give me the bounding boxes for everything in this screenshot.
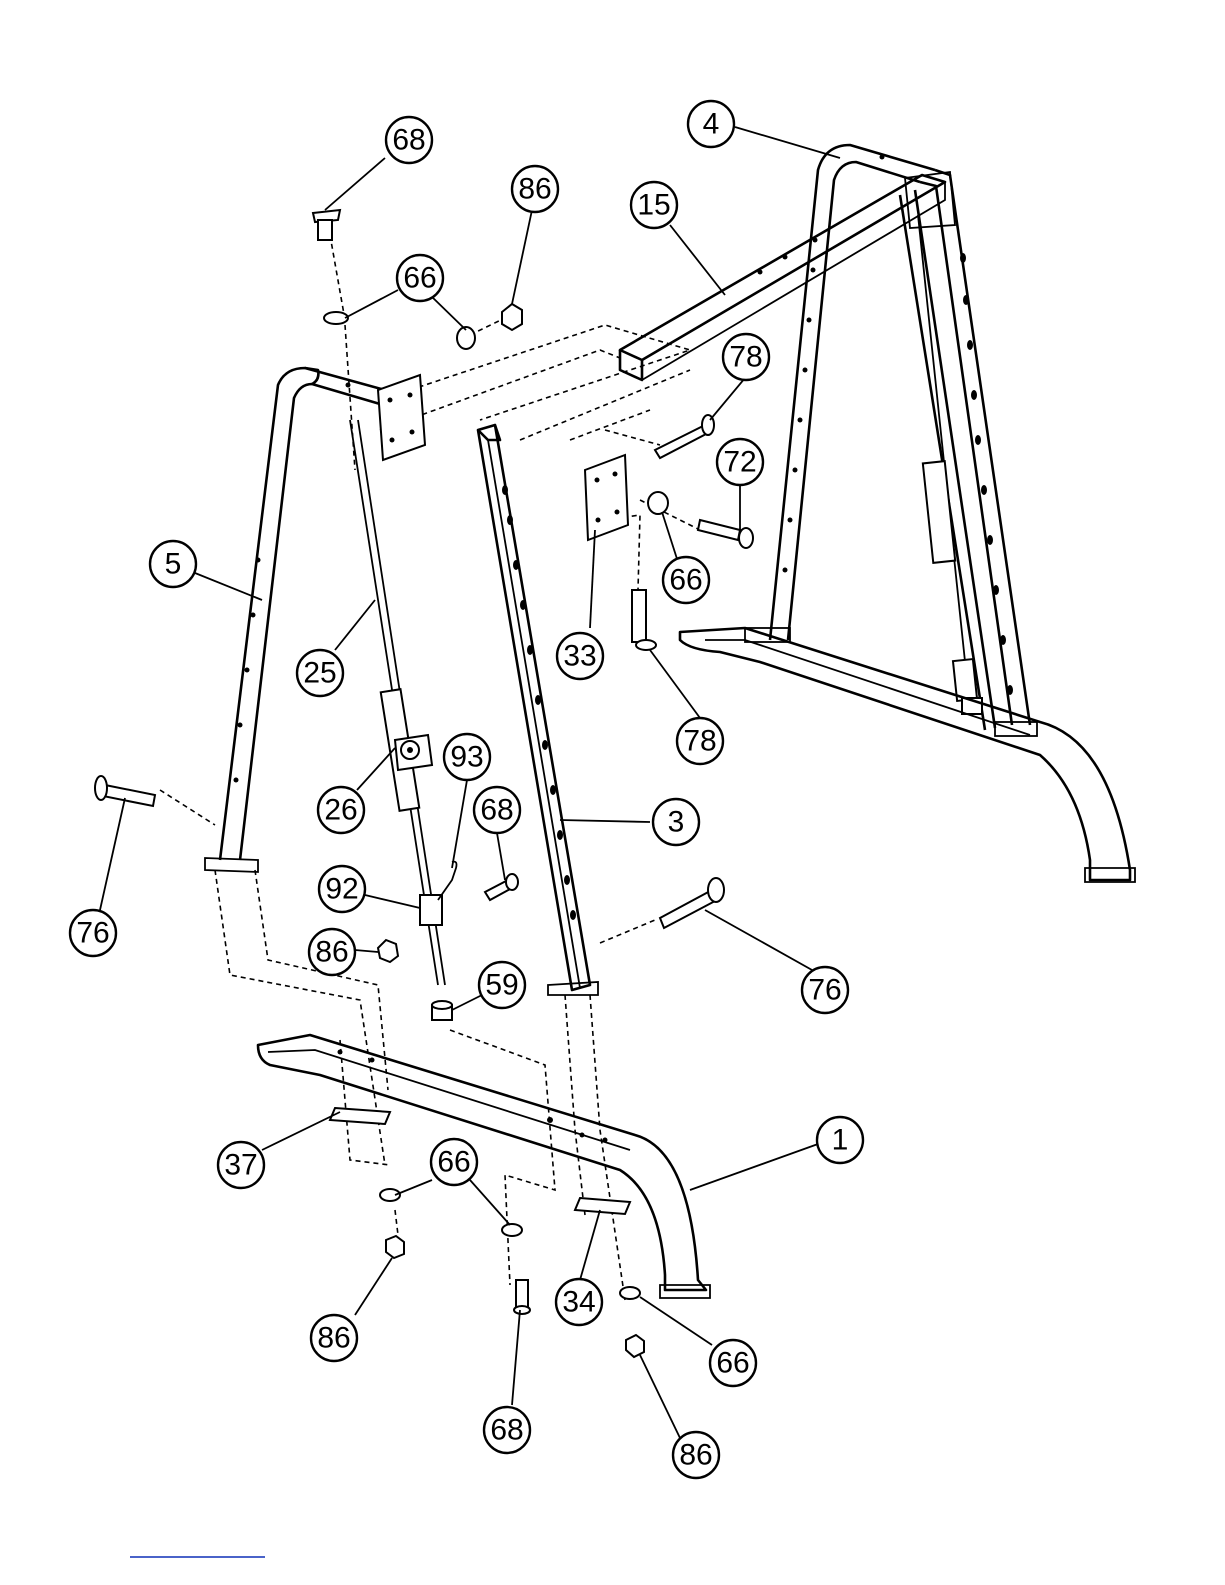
callout-59: 59 xyxy=(479,962,525,1008)
callout-label: 86 xyxy=(317,1322,350,1355)
callout-label: 66 xyxy=(403,262,436,295)
callout-label: 66 xyxy=(437,1146,470,1179)
hardware-bolts-nuts-washers xyxy=(95,210,753,1357)
callout-label: 37 xyxy=(224,1149,257,1182)
callout-86-bottom-right: 86 xyxy=(673,1432,719,1478)
callout-66-top: 66 xyxy=(397,255,443,301)
callout-label: 86 xyxy=(518,173,551,206)
callout-label: 72 xyxy=(723,446,756,479)
part-1-front-base xyxy=(258,1035,710,1298)
callout-26: 26 xyxy=(318,787,364,833)
callout-66-bottom-right: 66 xyxy=(710,1340,756,1386)
callout-label: 76 xyxy=(808,974,841,1007)
callout-label: 25 xyxy=(303,657,336,690)
part-26-slide-bracket xyxy=(395,735,432,770)
callout-label: 78 xyxy=(729,341,762,374)
callout-label: 1 xyxy=(832,1124,849,1157)
callout-86-mid: 86 xyxy=(309,929,355,975)
callout-label: 4 xyxy=(703,108,720,141)
callout-78-top: 78 xyxy=(723,334,769,380)
callout-86-bottom-left: 86 xyxy=(311,1315,357,1361)
callout-76-right: 76 xyxy=(802,967,848,1013)
callout-37: 37 xyxy=(218,1142,264,1188)
alignment-guides xyxy=(160,235,700,1300)
part-3-front-upright xyxy=(478,425,598,995)
callout-label: 78 xyxy=(683,725,716,758)
callout-label: 86 xyxy=(315,936,348,969)
callout-label: 3 xyxy=(668,806,685,839)
callout-label: 59 xyxy=(485,969,518,1002)
callout-1: 1 xyxy=(817,1117,863,1163)
callout-68-mid: 68 xyxy=(474,787,520,833)
callout-68-top: 68 xyxy=(386,117,432,163)
callout-label: 66 xyxy=(716,1347,749,1380)
callout-label: 33 xyxy=(563,640,596,673)
callout-25: 25 xyxy=(297,650,343,696)
callout-label: 68 xyxy=(392,124,425,157)
callout-label: 5 xyxy=(165,548,182,581)
callout-76-left: 76 xyxy=(70,910,116,956)
callout-label: 26 xyxy=(324,794,357,827)
callout-label: 68 xyxy=(480,794,513,827)
leader-lines xyxy=(100,127,840,1438)
callout-label: 76 xyxy=(76,917,109,950)
callout-72: 72 xyxy=(717,439,763,485)
part-34-bracket-plate xyxy=(575,1198,630,1214)
callout-86-top: 86 xyxy=(512,166,558,212)
callout-15: 15 xyxy=(631,182,677,228)
callout-5: 5 xyxy=(150,541,196,587)
callout-68-bottom: 68 xyxy=(484,1407,530,1453)
part-37-bracket-plate xyxy=(330,1108,390,1124)
callout-33: 33 xyxy=(557,633,603,679)
callout-34: 34 xyxy=(556,1279,602,1325)
callout-66-right: 66 xyxy=(663,557,709,603)
callout-label: 68 xyxy=(490,1414,523,1447)
callout-93: 93 xyxy=(444,734,490,780)
callout-92: 92 xyxy=(319,866,365,912)
part-4-rear-a-frame xyxy=(680,145,1135,882)
callout-label: 86 xyxy=(679,1439,712,1472)
callout-label: 93 xyxy=(450,741,483,774)
callout-3: 3 xyxy=(653,799,699,845)
callout-label: 34 xyxy=(562,1286,595,1319)
callout-label: 92 xyxy=(325,873,358,906)
footer-rule xyxy=(130,1556,265,1558)
callout-4: 4 xyxy=(688,101,734,147)
callout-label: 15 xyxy=(637,189,670,222)
top-mount-plates xyxy=(378,375,628,540)
callout-label: 66 xyxy=(669,564,702,597)
callout-78-mid: 78 xyxy=(677,718,723,764)
callout-66-bottom: 66 xyxy=(431,1139,477,1185)
